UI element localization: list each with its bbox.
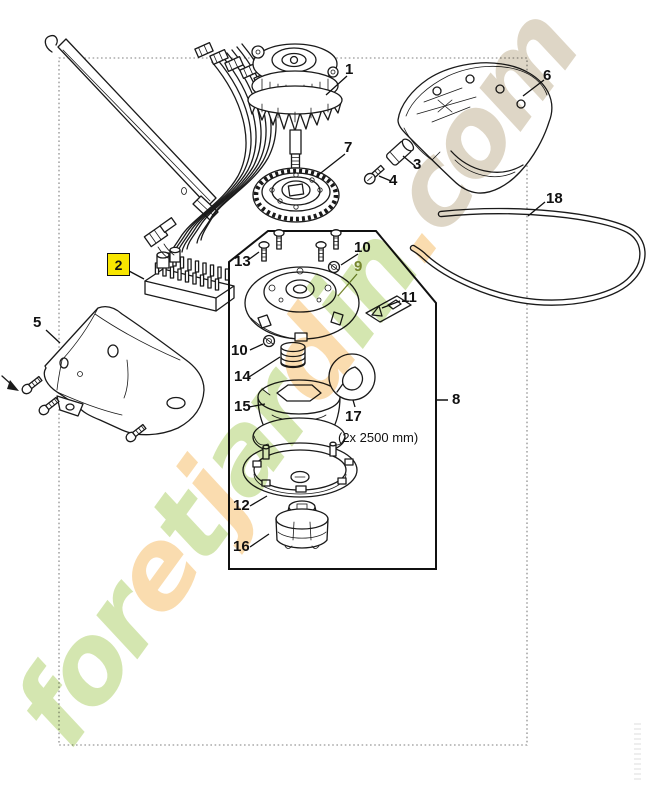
part-4-screw — [363, 164, 385, 185]
part-label-12[interactable]: 12 — [233, 497, 250, 514]
part-1-motor — [247, 43, 343, 173]
part-13-screws — [258, 229, 342, 262]
cable-connectors — [194, 41, 271, 87]
part-label-9[interactable]: 9 — [354, 258, 363, 275]
detail-box-part-8 — [228, 230, 437, 570]
part-label-6[interactable]: 6 — [543, 67, 552, 84]
part-9-head-cover — [244, 266, 360, 342]
part-12-base-ring — [242, 441, 358, 498]
part-5-deflector — [43, 306, 205, 436]
part-label-13[interactable]: 13 — [234, 253, 251, 270]
part-label-4[interactable]: 4 — [389, 172, 398, 189]
part-label-8[interactable]: 8 — [452, 391, 461, 408]
leader-lines — [45, 75, 546, 548]
line-length-note: (2x 2500 mm) — [338, 430, 419, 445]
part-label-2[interactable]: 2 — [114, 256, 123, 273]
deflector-screws — [1, 375, 147, 443]
part-14-spring — [280, 341, 306, 369]
part-label-7[interactable]: 7 — [344, 139, 353, 156]
part-18-loop-guard — [409, 207, 646, 306]
part-label-15[interactable]: 15 — [234, 398, 251, 415]
part-15-spool — [252, 379, 346, 457]
part-label-18[interactable]: 18 — [546, 190, 563, 207]
part-label-3[interactable]: 3 — [413, 156, 422, 173]
part-label-10-mid[interactable]: 10 — [231, 342, 248, 359]
highlighted-part-2-box[interactable]: 2 — [107, 253, 130, 276]
part-label-14[interactable]: 14 — [234, 368, 251, 385]
part-6-housing-cover — [397, 62, 553, 194]
part-10-nut-mid — [262, 334, 276, 348]
part-label-16[interactable]: 16 — [233, 538, 250, 555]
part-label-10-top[interactable]: 10 — [354, 239, 371, 256]
part-label-17[interactable]: 17 — [345, 408, 362, 425]
module-connector — [143, 217, 177, 259]
part-7-fan-disc — [252, 167, 340, 223]
wiring-harness — [166, 43, 277, 262]
part-label-11[interactable]: 11 — [401, 289, 417, 306]
part-17-line-detail — [328, 353, 376, 401]
watermark: foretjardin.com — [0, 0, 603, 767]
drive-tube — [44, 34, 219, 221]
part-16-cap — [275, 500, 329, 549]
part-2-control-module — [143, 217, 235, 312]
svg-text:foretjardin.com: foretjardin.com — [0, 0, 603, 767]
part-label-5[interactable]: 5 — [33, 314, 42, 331]
part-label-1[interactable]: 1 — [345, 61, 354, 78]
part-3-sleeve — [385, 138, 415, 166]
faint-edge-marks — [634, 720, 641, 780]
